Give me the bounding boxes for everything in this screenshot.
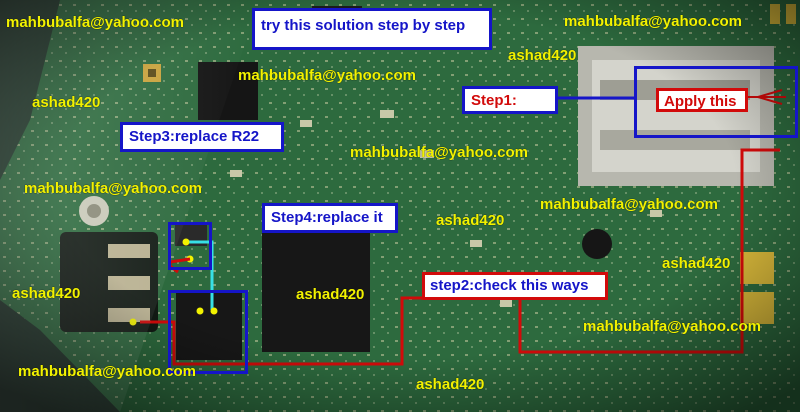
step4-component-frame <box>168 290 248 374</box>
watermark-name: ashad420 <box>508 47 577 64</box>
watermark-email: mahbubalfa@yahoo.com <box>6 14 184 31</box>
watermark-email: mahbubalfa@yahoo.com <box>24 180 202 197</box>
watermark-email: mahbubalfa@yahoo.com <box>238 67 416 84</box>
watermark-name: ashad420 <box>436 212 505 229</box>
watermark-name: ashad420 <box>416 376 485 393</box>
apply-this-label: Apply this <box>656 88 748 112</box>
watermark-name: ashad420 <box>12 285 81 302</box>
step2-label: step2:check this ways <box>422 272 608 300</box>
watermark-name: ashad420 <box>662 255 731 272</box>
title-label: try this solution step by step <box>252 8 492 50</box>
step4-label: Step4:replace it <box>262 203 398 233</box>
watermark-email: mahbubalfa@yahoo.com <box>583 318 761 335</box>
step3-label: Step3:replace R22 <box>120 122 284 152</box>
watermark-email: mahbubalfa@yahoo.com <box>564 13 742 30</box>
watermark-email: mahbubalfa@yahoo.com <box>540 196 718 213</box>
watermark-name: ashad420 <box>32 94 101 111</box>
watermark-email: mahbubalfa@yahoo.com <box>350 144 528 161</box>
watermark-email: mahbubalfa@yahoo.com <box>18 363 196 380</box>
watermark-name: ashad420 <box>296 286 365 303</box>
step3-component-frame <box>168 222 212 270</box>
apply-area-frame <box>634 66 798 138</box>
step1-label: Step1: <box>462 86 558 114</box>
